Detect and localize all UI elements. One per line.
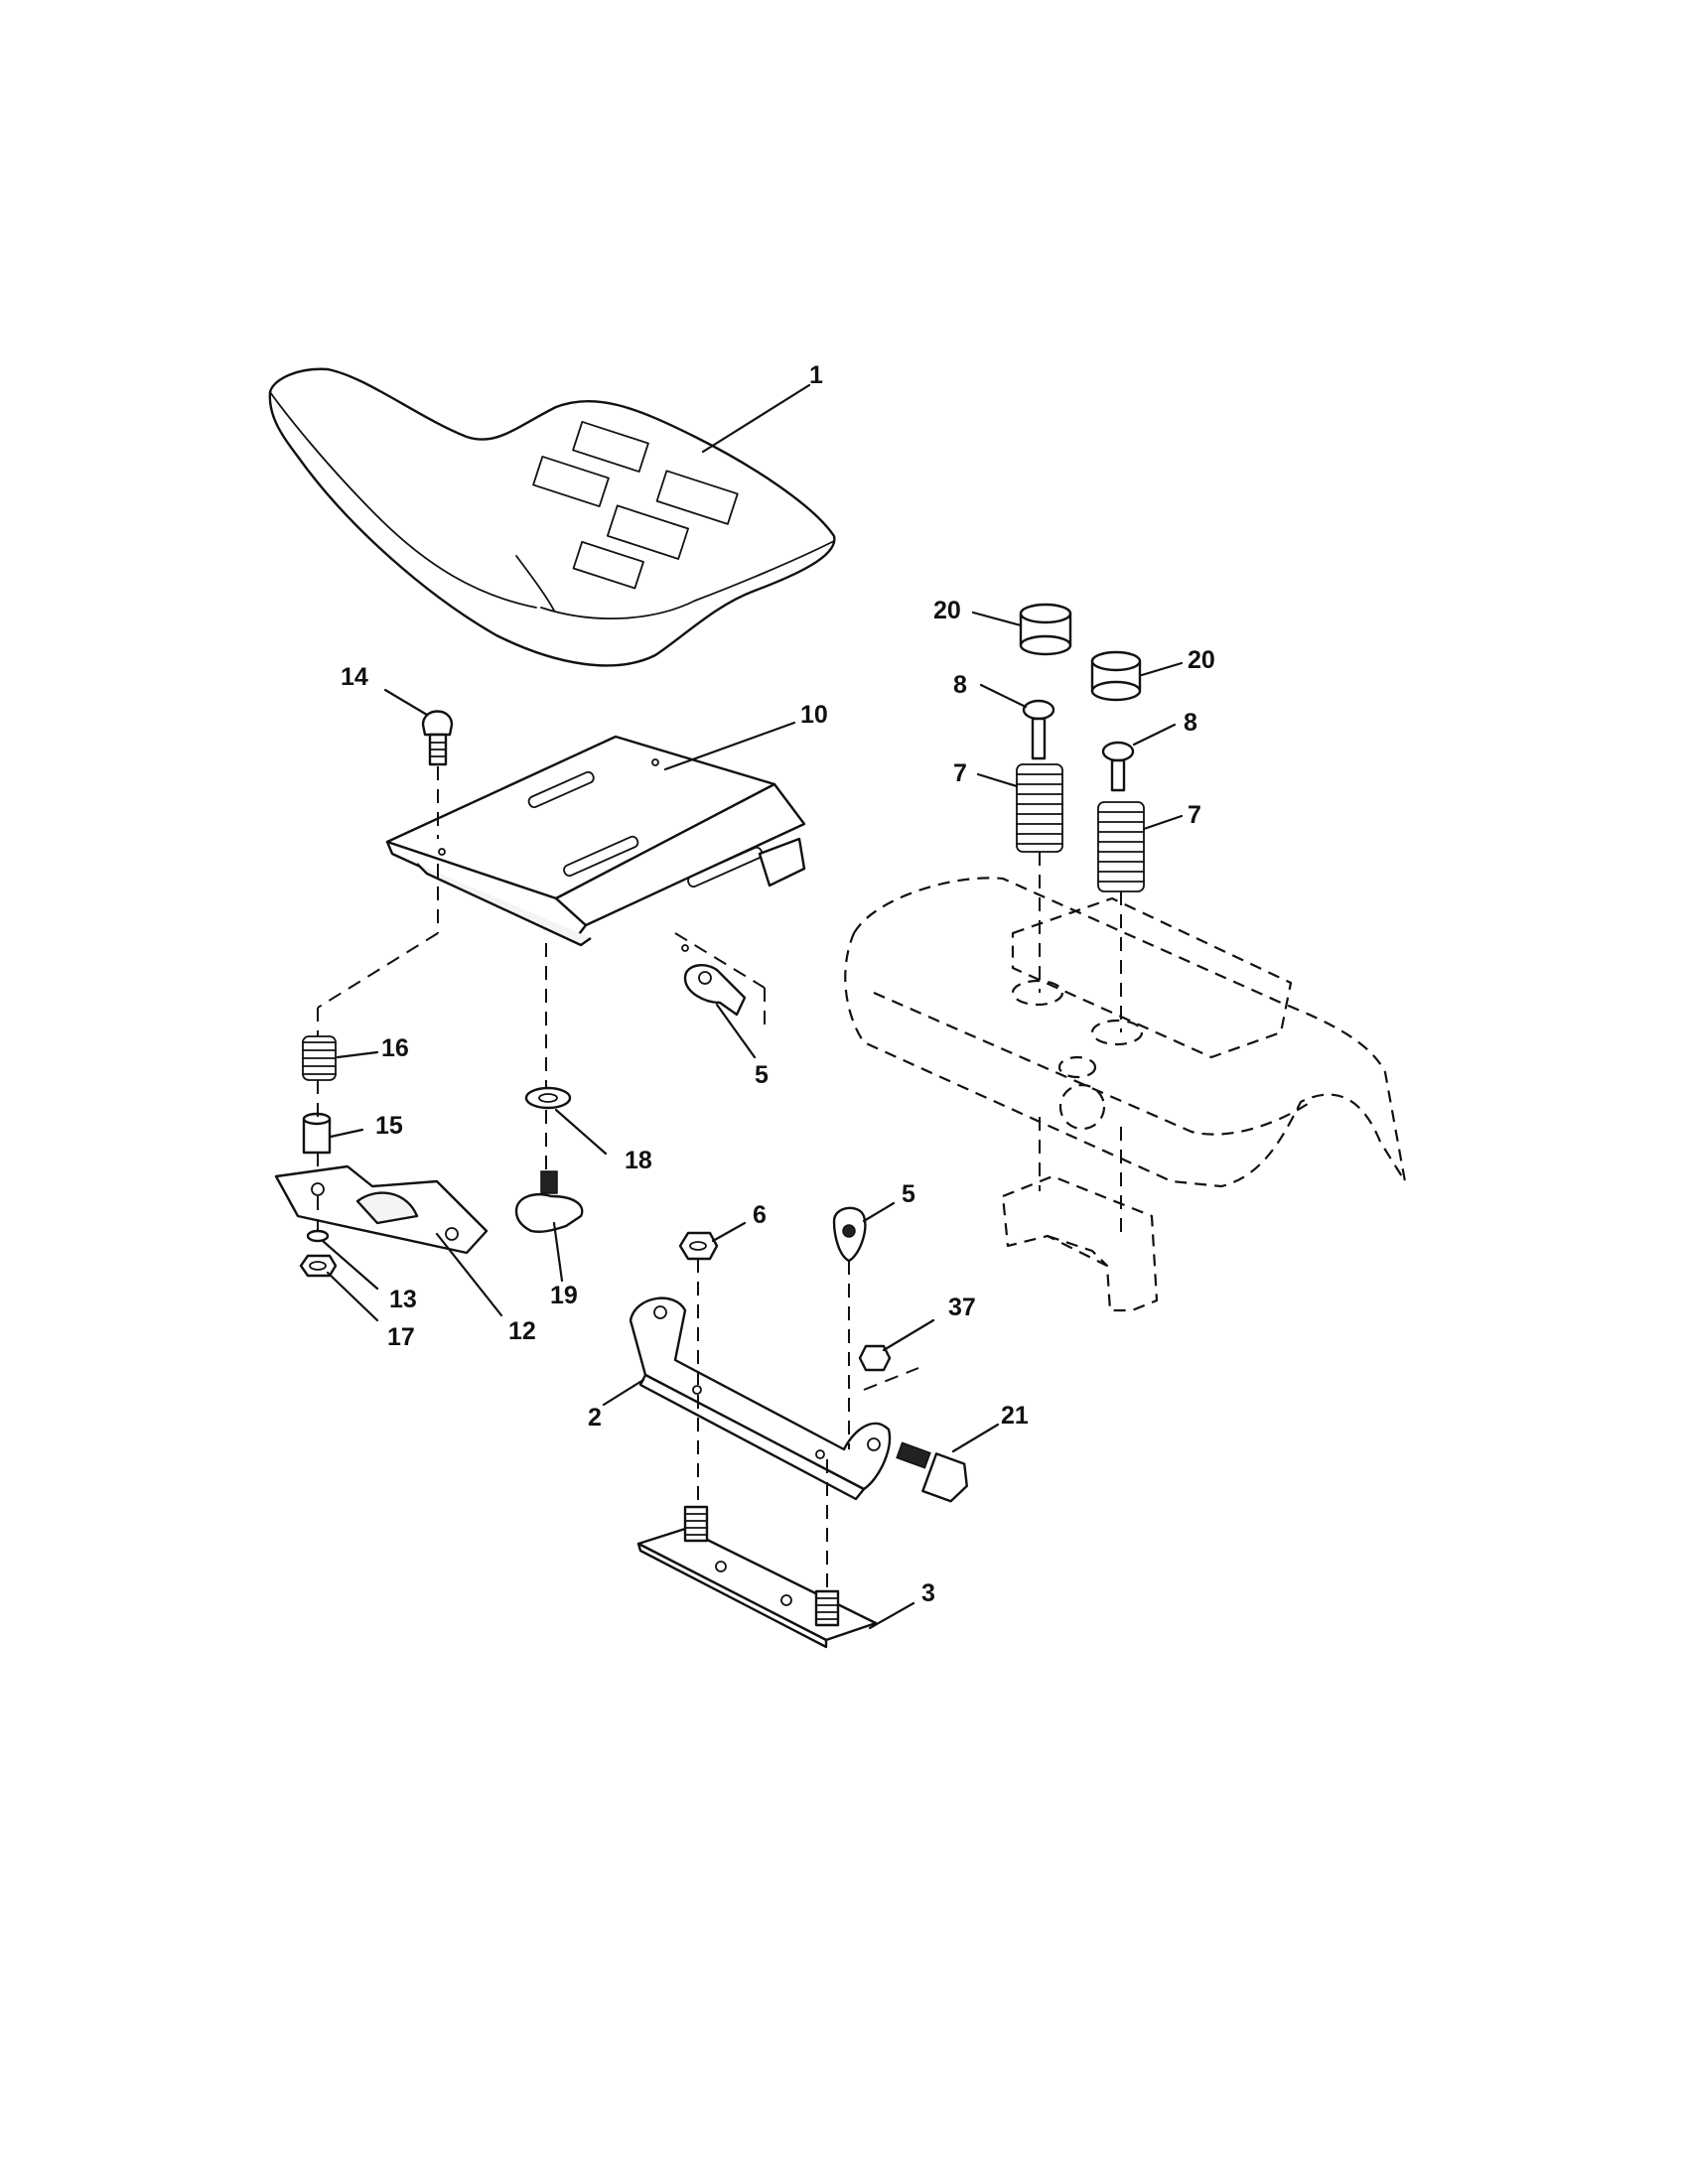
callout-12: 12 bbox=[508, 1317, 536, 1345]
callout-1: 1 bbox=[809, 361, 823, 389]
washer-part-8-right bbox=[1101, 741, 1135, 792]
callout-15: 15 bbox=[375, 1112, 403, 1140]
callout-2: 2 bbox=[588, 1404, 602, 1432]
callout-17: 17 bbox=[387, 1323, 415, 1351]
callout-6: 6 bbox=[753, 1201, 767, 1229]
fender-reference-outline bbox=[844, 877, 1407, 1312]
callout-14: 14 bbox=[341, 663, 368, 691]
alignment-lines bbox=[317, 766, 1122, 1591]
washer-part-18 bbox=[524, 1086, 572, 1110]
carriage-bolt-part bbox=[421, 710, 454, 766]
callout-21: 21 bbox=[1001, 1402, 1029, 1430]
callout-20-right: 20 bbox=[1188, 646, 1215, 674]
callout-13: 13 bbox=[389, 1286, 417, 1313]
callout-37: 37 bbox=[948, 1294, 976, 1321]
callout-18: 18 bbox=[625, 1147, 652, 1174]
washer-part-8-left bbox=[1022, 699, 1055, 760]
spring-part-7-right bbox=[1097, 801, 1145, 892]
clip-part-upper bbox=[683, 964, 747, 1017]
spacer-part-20-left bbox=[1019, 603, 1072, 656]
seat-part bbox=[268, 367, 836, 667]
knob-part bbox=[514, 1170, 584, 1233]
spacer-part bbox=[302, 1112, 332, 1155]
clip-part-lower bbox=[832, 1206, 867, 1263]
callout-3: 3 bbox=[921, 1579, 935, 1607]
flange-nut-part-17 bbox=[299, 1254, 338, 1278]
callout-7-left: 7 bbox=[953, 759, 967, 787]
bracket-plate-part bbox=[274, 1164, 489, 1255]
callout-8-right: 8 bbox=[1184, 709, 1197, 737]
callout-10: 10 bbox=[800, 701, 828, 729]
callout-8-left: 8 bbox=[953, 671, 967, 699]
seat-pan-part bbox=[385, 735, 806, 952]
callout-7-right: 7 bbox=[1188, 801, 1201, 829]
spring-part-7-left bbox=[1016, 763, 1063, 853]
hinge-bracket-part bbox=[629, 1297, 892, 1501]
washer-part-13 bbox=[306, 1229, 330, 1243]
base-plate-part bbox=[636, 1505, 878, 1649]
spacer-part-20-right bbox=[1090, 650, 1142, 702]
callout-5-lower: 5 bbox=[902, 1180, 915, 1208]
callout-16: 16 bbox=[381, 1034, 409, 1062]
shoulder-bolt-part bbox=[896, 1441, 968, 1503]
callout-labels: 1 10 14 16 15 18 19 12 13 17 5 6 5 37 2 … bbox=[341, 361, 1215, 1607]
callout-19: 19 bbox=[550, 1282, 578, 1309]
spring-part-left bbox=[302, 1035, 337, 1081]
hex-nut-part-6 bbox=[678, 1231, 719, 1261]
hex-nut-part-37 bbox=[858, 1344, 892, 1372]
leader-lines bbox=[321, 383, 1184, 1630]
callout-5-upper: 5 bbox=[755, 1061, 769, 1089]
callout-20-left: 20 bbox=[933, 597, 961, 624]
